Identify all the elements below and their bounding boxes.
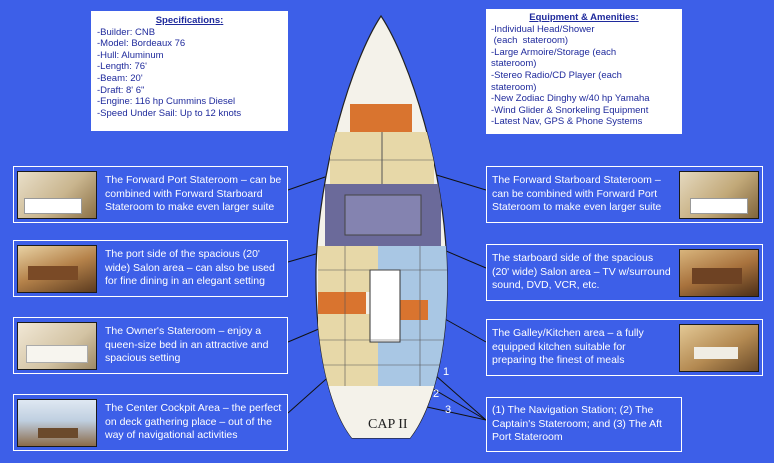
amenity-line: -Latest Nav, GPS & Phone Systems (491, 116, 643, 128)
card-text: The port side of the spacious (20' wide)… (105, 248, 275, 288)
spec-line: -Builder: CNB (97, 26, 156, 38)
forepeak-area (350, 104, 412, 132)
port-salon-area (318, 246, 378, 292)
center-cockpit-photo (17, 398, 97, 447)
spec-line: -Speed Under Sail: Up to 12 knots (97, 107, 242, 119)
amenity-line: -New Zodiac Dinghy w/40 hp Yamaha (491, 93, 650, 105)
spec-line: -Beam: 20' (97, 72, 143, 84)
amenities-panel: Equipment & Amenities: -Individual Head/… (486, 9, 682, 134)
aft-deck (318, 386, 448, 438)
card-text: The starboard side of the spacious (20' … (492, 252, 671, 292)
galley-kitchen-card[interactable]: The Galley/Kitchen area – a fully equipp… (486, 319, 763, 376)
spec-line: -Draft: 8' 6" (97, 84, 145, 96)
amenity-line: -Individual Head/Shower (491, 23, 595, 35)
card-text: The Center Cockpit Area – the perfect on… (105, 402, 282, 442)
amenity-line: -Large Armoire/Storage (each (491, 46, 617, 58)
cockpit-area (369, 269, 401, 343)
starboard-head-area (400, 300, 428, 320)
center-cockpit-card[interactable]: The Center Cockpit Area – the perfect on… (13, 394, 288, 451)
deck-grid (318, 159, 448, 386)
specifications-title: Specifications: (155, 15, 224, 26)
marker-2: 2 (433, 388, 439, 400)
forward-port-stateroom-photo (17, 170, 97, 219)
owners-stateroom-photo (17, 321, 97, 370)
forward-starboard-stateroom-card[interactable]: The Forward Starboard Stateroom – can be… (486, 166, 763, 223)
marker-1: 1 (443, 366, 449, 378)
amenity-line: stateroom) (491, 58, 537, 70)
boat-name: CAP II (368, 417, 408, 432)
amenity-line: -Stereo Radio/CD Player (each (491, 69, 622, 81)
amenities-title: Equipment & Amenities: (529, 12, 639, 23)
owners-stateroom-card[interactable]: The Owner's Stateroom – enjoy a queen-si… (13, 317, 288, 374)
marker-3: 3 (445, 404, 451, 416)
owner-stateroom-area (318, 314, 378, 386)
specifications-panel: Specifications: -Builder: CNB -Model: Bo… (91, 11, 288, 131)
card-text: The Owner's Stateroom – enjoy a queen-si… (105, 325, 269, 365)
galley-kitchen-photo (679, 323, 759, 372)
starboard-salon-photo (679, 248, 759, 297)
spec-line: -Engine: 116 hp Cummins Diesel (97, 96, 236, 108)
card-text: (1) The Navigation Station; (2) The Capt… (492, 404, 662, 444)
port-head-area (318, 292, 366, 314)
amenity-line: -Wind Glider & Snorkeling Equipment (491, 104, 649, 116)
starboard-salon-card[interactable]: The starboard side of the spacious (20' … (486, 244, 763, 301)
port-salon-photo (17, 244, 97, 293)
spec-line: -Model: Bordeaux 76 (97, 38, 186, 50)
amenity-line: (each stateroom) (491, 35, 569, 47)
amenity-line: stateroom) (491, 81, 537, 93)
leader-line (417, 404, 487, 421)
card-text: The Galley/Kitchen area – a fully equipp… (492, 327, 644, 367)
salon-seating (344, 194, 422, 236)
spec-line: -Hull: Aluminum (97, 49, 164, 61)
navigation-station-card[interactable]: (1) The Navigation Station; (2) The Capt… (486, 397, 682, 452)
forward-starboard-stateroom-photo (679, 170, 759, 219)
card-text: The Forward Starboard Stateroom – can be… (492, 174, 662, 214)
forward-port-stateroom-card[interactable]: The Forward Port Stateroom – can be comb… (13, 166, 288, 223)
port-salon-card[interactable]: The port side of the spacious (20' wide)… (13, 240, 288, 297)
spec-line: -Length: 76' (97, 61, 147, 73)
card-text: The Forward Port Stateroom – can be comb… (105, 174, 282, 214)
